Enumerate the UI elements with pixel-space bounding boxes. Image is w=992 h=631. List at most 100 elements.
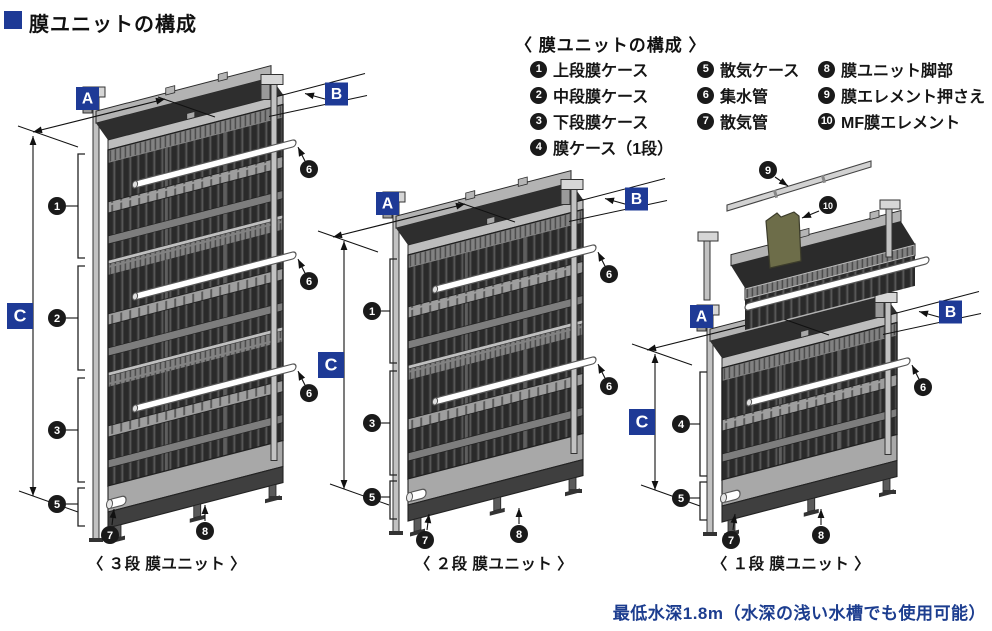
svg-text:6: 6 — [920, 382, 926, 394]
callout-10: 10 — [819, 196, 837, 214]
callout-6: 6 — [300, 384, 318, 403]
collector-pipes — [745, 357, 911, 407]
caption-2stage-unit: 〈 ２段 膜ユニット 〉 — [414, 556, 574, 573]
svg-text:A: A — [696, 309, 707, 326]
callout-3: 3 — [363, 414, 381, 432]
unit-body — [395, 170, 584, 537]
svg-text:5: 5 — [54, 499, 60, 511]
element-holder-bar — [726, 160, 872, 212]
svg-text:B: B — [331, 86, 342, 103]
svg-text:C: C — [325, 355, 338, 375]
hanger-post-right — [874, 292, 898, 494]
callout-5: 5 — [48, 495, 66, 513]
svg-text:6: 6 — [606, 269, 612, 281]
air-pipe-stub — [406, 488, 427, 503]
page-title: 膜ユニットの構成 — [4, 8, 197, 37]
svg-text:1: 1 — [54, 201, 60, 213]
callout-5: 5 — [672, 489, 690, 507]
air-pipe-stub — [106, 495, 127, 510]
callouts: 1 2 3 5 6 6 6 7 8 — [48, 146, 318, 544]
svg-text:B: B — [945, 304, 956, 321]
collector-pipes — [131, 139, 297, 413]
title-bullet-square-icon — [4, 11, 22, 29]
callout-6: 6 — [300, 272, 318, 291]
callout-8: 8 — [510, 525, 528, 543]
svg-text:6: 6 — [306, 388, 312, 400]
svg-text:5: 5 — [678, 493, 684, 505]
svg-text:3: 3 — [369, 418, 375, 430]
hanger-post-right — [879, 199, 901, 258]
hanger-post-left — [82, 86, 106, 542]
svg-text:2: 2 — [54, 313, 60, 325]
circled-number-icon: 7 — [697, 112, 714, 130]
svg-text:A: A — [82, 91, 93, 108]
callout-6: 6 — [914, 378, 932, 397]
callouts: 1 3 5 6 6 7 8 — [363, 251, 618, 549]
svg-text:6: 6 — [306, 164, 312, 176]
circled-number-icon: 8 — [818, 60, 835, 78]
hanger-post-left — [697, 231, 719, 301]
callout-6: 6 — [300, 160, 318, 179]
dim-label-height: C — [629, 409, 655, 435]
dimensions: A B C — [317, 178, 668, 506]
page-title-text: 膜ユニットの構成 — [29, 14, 197, 36]
svg-text:10: 10 — [823, 201, 833, 211]
callout-8: 8 — [196, 522, 214, 540]
membrane-unit-1stage: A B C 4 5 6 7 8 — [629, 283, 982, 549]
circled-number-icon: 9 — [818, 86, 835, 104]
svg-text:7: 7 — [728, 535, 734, 547]
detail-callouts: 9 10 — [759, 161, 837, 219]
legend-title: 〈 膜ユニットの構成 〉 — [515, 36, 707, 55]
circled-number-icon: 4 — [530, 138, 547, 156]
caption-1stage-unit: 〈 １段 膜ユニット 〉 — [711, 556, 871, 573]
circled-number-icon: 10 — [818, 112, 835, 130]
callout-7: 7 — [416, 531, 434, 549]
callout-5: 5 — [363, 488, 381, 506]
svg-text:7: 7 — [107, 530, 113, 542]
callout-6: 6 — [600, 265, 618, 284]
hanger-post-right — [260, 74, 284, 500]
callout-9: 9 — [759, 161, 777, 179]
circled-number-icon: 5 — [697, 60, 714, 78]
dim-label-height: C — [7, 303, 33, 329]
svg-text:4: 4 — [678, 419, 685, 431]
callout-1: 1 — [48, 197, 66, 215]
air-pipe-stub — [720, 489, 741, 504]
callout-8: 8 — [812, 526, 830, 544]
svg-text:8: 8 — [202, 526, 208, 538]
svg-text:A: A — [382, 196, 393, 213]
svg-text:8: 8 — [516, 529, 522, 541]
dim-label-width: A — [376, 192, 399, 215]
dim-label-height: C — [318, 352, 344, 378]
svg-text:8: 8 — [818, 530, 824, 542]
circled-number-icon: 3 — [530, 112, 547, 130]
svg-text:6: 6 — [606, 381, 612, 393]
dim-label-depth: B — [939, 300, 962, 324]
dimensions: A B C — [629, 291, 982, 507]
svg-text:9: 9 — [765, 165, 771, 177]
dim-label-width: A — [690, 305, 713, 328]
callout-3: 3 — [48, 421, 66, 439]
svg-text:5: 5 — [369, 492, 375, 504]
membrane-unit-3stage: A B C 1 2 3 5 6 6 6 7 8 — [7, 65, 368, 544]
unit-body — [709, 283, 898, 538]
svg-text:B: B — [631, 191, 642, 208]
callout-6: 6 — [600, 377, 618, 396]
callout-1: 1 — [363, 302, 381, 320]
circled-number-icon: 1 — [530, 60, 547, 78]
case-front — [744, 243, 930, 330]
callout-4: 4 — [672, 415, 690, 433]
callout-7: 7 — [101, 526, 119, 544]
svg-text:6: 6 — [306, 276, 312, 288]
dim-label-depth: B — [625, 187, 648, 211]
callouts: 4 5 6 7 8 — [672, 364, 932, 549]
